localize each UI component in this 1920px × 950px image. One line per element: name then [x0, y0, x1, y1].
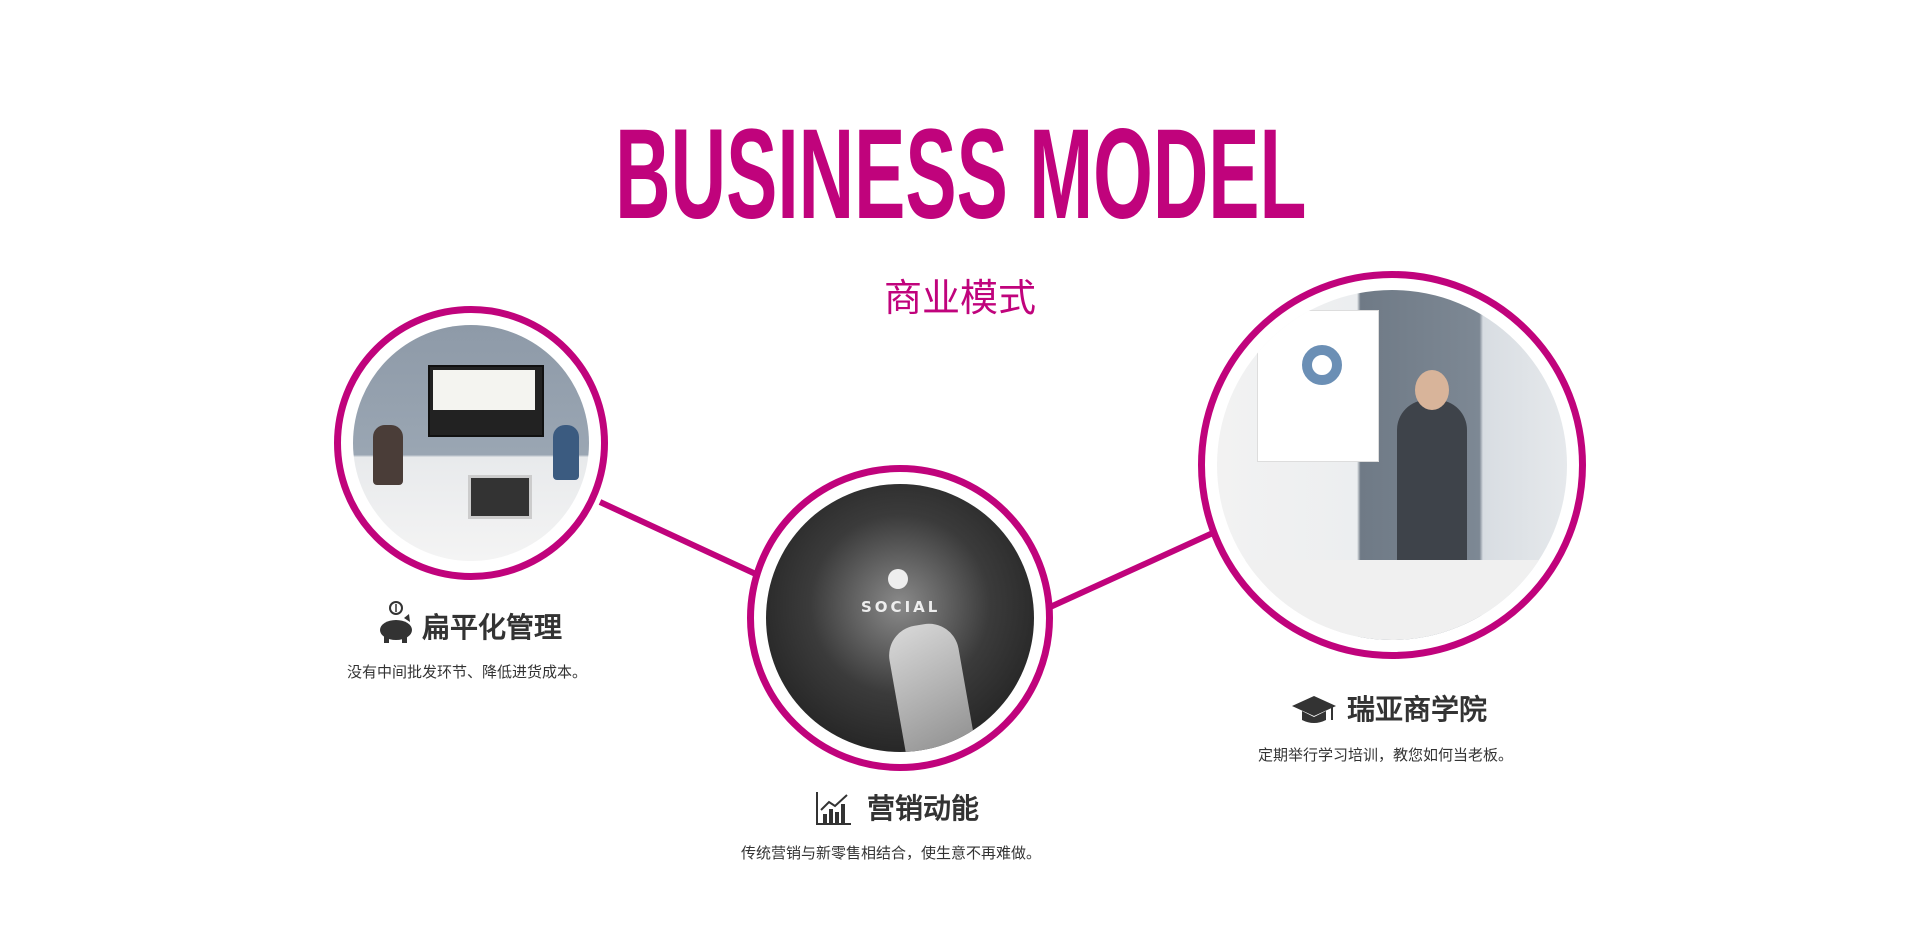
feature-title-flat-management: 扁平化管理: [422, 611, 563, 644]
social-label: SOCIAL: [861, 598, 941, 616]
feature-desc-flat-management: 没有中间批发环节、降低进货成本。: [347, 663, 588, 681]
person-node-icon: [888, 569, 908, 589]
social-marketing-photo-circle: SOCIAL: [747, 465, 1053, 771]
page-title: BUSINESS MODEL: [615, 103, 1307, 246]
training-photo-circle: [1198, 271, 1586, 659]
person-left: [373, 425, 403, 485]
table: [1217, 560, 1567, 640]
presenter: [1397, 400, 1467, 560]
feature-desc-ruiya-academy: 定期举行学习培训，教您如何当老板。: [1258, 746, 1514, 764]
projected-slide: [1257, 310, 1379, 462]
donut-chart: [1302, 345, 1342, 385]
person-right: [553, 425, 579, 480]
growth-chart-icon: [815, 790, 853, 830]
connector-line-1: [598, 499, 762, 579]
display-screen: [433, 370, 535, 410]
piggy-bank-icon: [376, 600, 416, 648]
meeting-room-photo-circle: [334, 306, 608, 580]
laptop: [468, 475, 532, 519]
training-photo: [1217, 290, 1567, 640]
feature-title-marketing-momentum: 营销动能: [867, 792, 980, 825]
feature-title-ruiya-academy: 瑞亚商学院: [1347, 693, 1488, 726]
meeting-room-photo: [353, 325, 589, 561]
presenter-head: [1415, 370, 1449, 410]
graduation-cap-icon: [1290, 694, 1338, 730]
hand: [884, 618, 978, 752]
connector-line-2: [1046, 529, 1217, 611]
feature-desc-marketing-momentum: 传统营销与新零售相结合，使生意不再难做。: [741, 844, 1042, 862]
page-subtitle: 商业模式: [883, 276, 1036, 320]
social-marketing-photo: SOCIAL: [766, 484, 1034, 752]
